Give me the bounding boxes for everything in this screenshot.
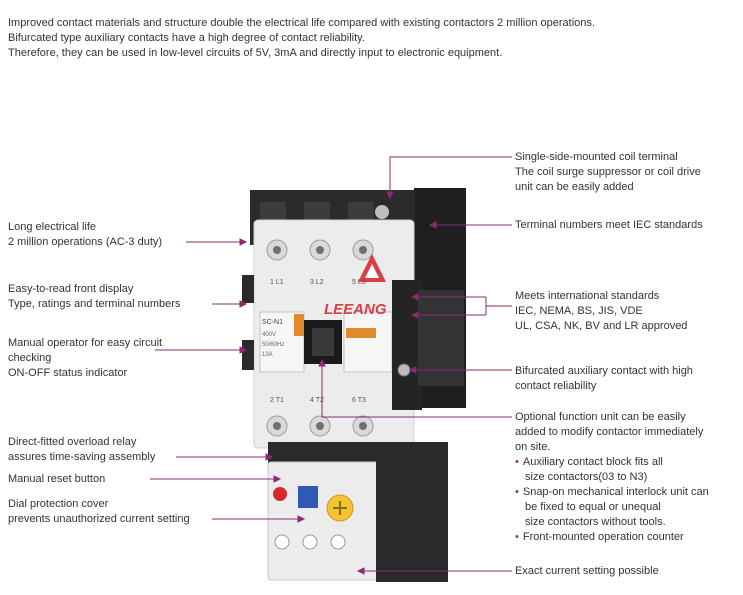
terminal-label-top-2: 3 L2 xyxy=(310,279,324,286)
bullet-aux-block: Auxiliary contact block fits all xyxy=(515,455,709,470)
intro-line-2: Bifurcated type auxiliary contacts have … xyxy=(8,32,365,44)
callout-front-display: Easy-to-read front display Type, ratings… xyxy=(8,283,181,310)
svg-text:400V: 400V xyxy=(262,332,276,338)
callout-terminal-numbers: Terminal numbers meet IEC standards xyxy=(515,219,703,231)
terminal-label-top-3: 5 L3 xyxy=(352,279,366,286)
rating-panel-right xyxy=(343,311,393,373)
intro-text: Improved contact materials and structure… xyxy=(8,16,738,61)
contactor-illustration: 1 L1 3 L2 5 L3 SC-N1 400V 50/60Hz 13A 2 … xyxy=(242,188,466,582)
terminal-label-bottom-1: 2 T1 xyxy=(270,397,284,404)
callout-overload-relay: Direct-fitted overload relay assures tim… xyxy=(8,436,156,463)
model-label: SC-N1 xyxy=(262,319,283,326)
callout-reset-button: Manual reset button xyxy=(8,473,106,485)
label-orange-right xyxy=(346,328,376,338)
callout-dial-cover: Dial protection cover prevents unauthori… xyxy=(8,498,190,525)
callout-electrical-life: Long electrical life 2 million operation… xyxy=(8,221,163,248)
intro-line-1: Improved contact materials and structure… xyxy=(8,17,595,29)
watermark-logo: LEEANG xyxy=(324,254,387,318)
reset-button xyxy=(273,487,287,501)
blue-selector xyxy=(298,486,318,508)
callout-standards: Meets international standards IEC, NEMA,… xyxy=(515,290,688,332)
watermark-text: LEEANG xyxy=(324,301,387,318)
terminal-label-bottom-2: 4 T2 xyxy=(310,397,324,404)
terminal-label-bottom-3: 6 T3 xyxy=(352,397,366,404)
svg-text:50/60Hz: 50/60Hz xyxy=(262,342,284,348)
callout-manual-operator: Manual operator for easy circuit checkin… xyxy=(8,337,163,379)
intro-line-3: Therefore, they can be used in low-level… xyxy=(8,47,503,59)
callout-aux-contact: Bifurcated auxiliary contact with high c… xyxy=(515,365,693,392)
svg-text:13A: 13A xyxy=(262,352,273,358)
auxiliary-contact-block xyxy=(392,280,422,410)
callout-optional-unit: Optional function unit can be easily add… xyxy=(515,410,709,545)
bullet-counter: Front-mounted operation counter xyxy=(515,530,709,545)
label-orange-left xyxy=(294,314,304,336)
terminal-label-top-1: 1 L1 xyxy=(270,279,284,286)
callout-coil-terminal: Single-side-mounted coil terminal The co… xyxy=(515,151,701,193)
bullet-interlock: Snap-on mechanical interlock unit can xyxy=(515,485,709,500)
callout-exact-current: Exact current setting possible xyxy=(515,565,659,577)
